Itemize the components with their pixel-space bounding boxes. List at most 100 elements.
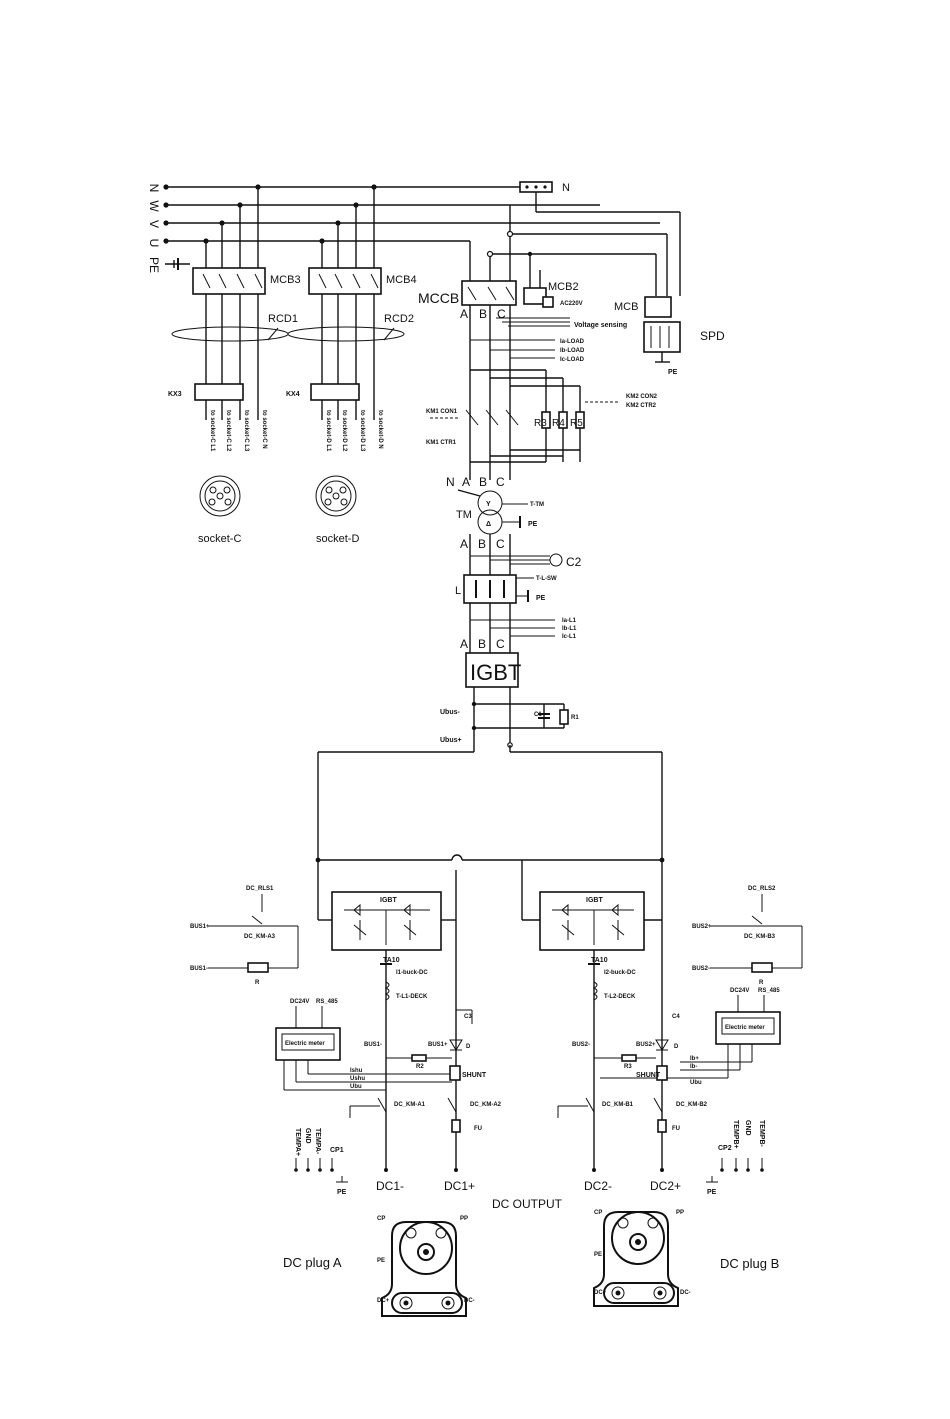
shunt-a-label: SHUNT [462,1072,487,1079]
dc-km-a2: DC_KM-A2 [470,1102,502,1108]
tm-c-out: C [496,537,505,551]
tempa-minus: TEMPA- [314,1128,321,1155]
mcb3-label: MCB3 [270,274,301,286]
module-b-ta: TA10 [591,957,608,964]
sig-b3: Ubu [690,1080,702,1086]
plug-b-cp: CP [594,1210,602,1216]
socket-c-label: socket-C [198,533,241,545]
module-b-tl: T-L2-DECK [604,994,636,1000]
plug-b-body [593,1211,679,1307]
pe-a: PE [337,1189,347,1196]
shunt-a [449,1065,461,1081]
socket-c-n: to socket-C N [261,410,267,449]
fu-a: FU [474,1126,482,1132]
plug-a-dcm: DC- [464,1298,475,1304]
bus2-minus: BUS2- [692,966,710,972]
dc-rls2: DC_RLS2 [748,886,776,892]
r-b: R [759,980,764,986]
mcb4-label: MCB4 [386,274,417,286]
cp2-label: CP2 [718,1145,732,1152]
dc-km-b2: DC_KM-B2 [676,1102,708,1108]
module-b-igbt-box [539,891,645,951]
cur-c: Ic-L1 [562,634,577,640]
kx4-box [310,383,360,401]
rs485-a: RS_485 [316,999,338,1005]
km1-con: KM1 CON1 [426,409,458,415]
tm-label: TM [456,509,472,521]
r1-label: R1 [571,715,579,721]
cp1-label: CP1 [330,1147,344,1154]
bus-label-v: V [147,220,161,228]
rcd1-label: RCD1 [268,313,298,325]
plug-a-dcp: DC+ [377,1298,390,1304]
socket-c-face [199,475,241,517]
mccb-c: C [497,307,506,321]
ubus-minus: Ubus- [440,709,461,716]
socket-d-l1: to socket-D L1 [325,410,331,452]
dc24-a: DC24V [290,999,309,1005]
mcb-spd-label: MCB [614,301,638,313]
r5-label: R5 [570,418,583,429]
socket-d-l3: to socket-D L3 [359,410,365,452]
dc24-b: DC24V [730,988,749,994]
dc1-minus: DC1- [376,1179,404,1193]
r3-b: R3 [624,1064,632,1070]
module-b: IGBT TA10 I2-buck-DC T-L2-DECK DC_RLS2 B… [539,886,803,1196]
meter-b-label: Electric meter [725,1025,765,1031]
bus-label-w: W [147,200,161,212]
load-c: Ic-LOAD [560,357,585,363]
bus1-plus-2: BUS1+ [428,1042,448,1048]
pe-b: PE [707,1189,717,1196]
shunt-b [656,1065,668,1081]
shunt-b-label: SHUNT [636,1072,661,1079]
rcd2-label: RCD2 [384,313,414,325]
load-a: Ia-LOAD [560,339,585,345]
dc-plug-b: DC plug B CP PP PE DC+ DC- [593,1210,779,1307]
spd-label: SPD [700,329,725,343]
meter-a-label: Electric meter [285,1041,325,1047]
tm-n: N [446,475,455,489]
module-b-igbt-label: IGBT [586,897,603,904]
dc2-minus: DC2- [584,1179,612,1193]
gnd-a: GND [304,1128,311,1144]
sig-b2: Ib- [690,1064,697,1070]
n-terminal-label: N [562,182,570,194]
rs485-b: RS_485 [758,988,780,994]
tempb-minus: TEMPB- [758,1120,765,1148]
bus-label-n: N [147,184,161,193]
dc1-plus: DC1+ [444,1179,475,1193]
igbt-b: B [478,637,486,651]
spd-box [643,321,681,353]
module-a-igbt-label: IGBT [380,897,397,904]
meter-b [715,1011,781,1045]
bus2-minus-2: BUS2- [572,1042,590,1048]
mcb4-box [308,267,382,295]
plug-b-pe: PE [594,1252,602,1258]
tm-pe: PE [528,521,538,528]
tm-b-out: B [478,537,486,551]
fu-b: FU [672,1126,680,1132]
plug-a-pp: PP [460,1216,468,1222]
svg-text:Y: Y [486,501,491,508]
plug-a-pe: PE [377,1258,385,1264]
mccb-label: MCCB [418,290,459,306]
load-b: Ib-LOAD [560,348,585,354]
rcd1-toroid [171,326,289,342]
igbt-c: C [496,637,505,651]
bus2-plus-2: BUS2+ [636,1042,656,1048]
module-b-buck: I2-buck-DC [604,970,636,976]
rectifier-igbt-box [465,652,519,688]
dc-plug-a: DC plug A CP PP PE DC+ DC- [283,1216,475,1317]
voltage-sensing-label: Voltage sensing [574,322,627,329]
sig-b1: Ib+ [690,1056,699,1062]
cur-b: Ib-L1 [562,626,577,632]
tm-c-in: C [496,475,505,489]
kx3-box [194,383,244,401]
cur-a: Ia-L1 [562,618,577,624]
bus1-plus: BUS1+ [190,924,210,930]
mccb-a: A [460,307,468,321]
sig-a1: Ishu [350,1068,363,1074]
tempb-plus: TEMPB+ [732,1120,739,1149]
socket-d-face [315,475,357,517]
r2-a: R2 [416,1064,424,1070]
